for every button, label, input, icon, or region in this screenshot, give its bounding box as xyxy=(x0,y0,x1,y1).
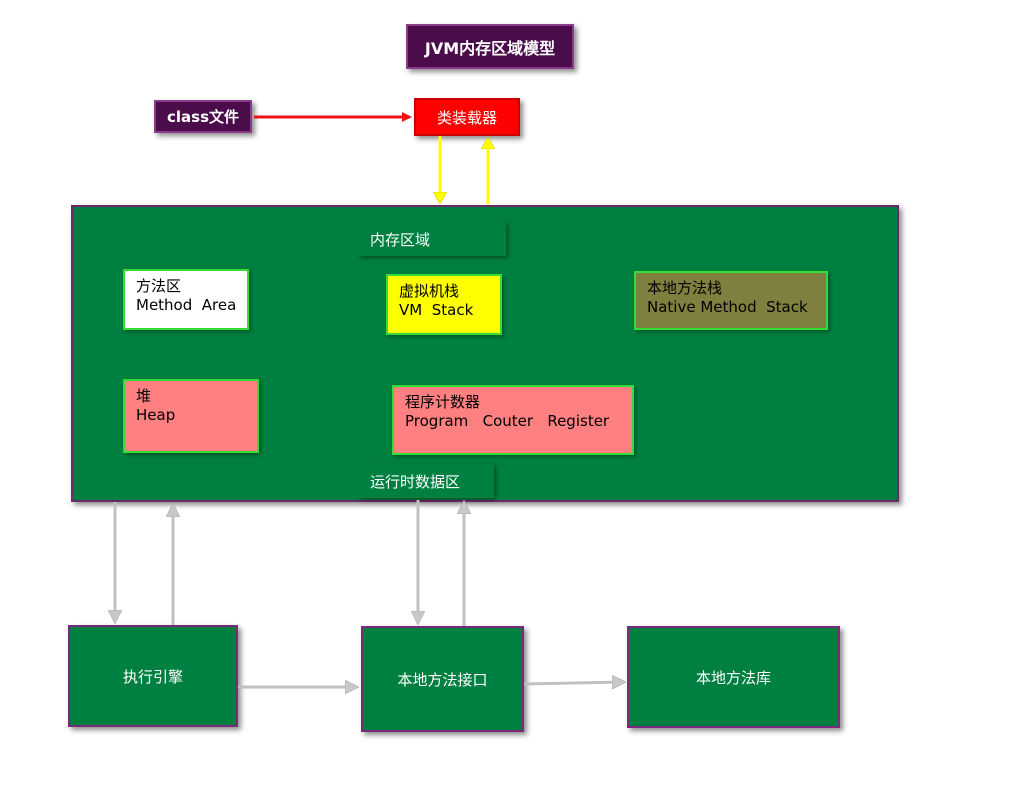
vm-stack-region: 虚拟机栈 VM Stack xyxy=(386,274,502,335)
native-library-label: 本地方法库 xyxy=(695,668,771,687)
native-interface-label: 本地方法接口 xyxy=(397,670,488,689)
method-area-en: Method Area xyxy=(136,296,237,314)
execution-engine-node: 执行引擎 xyxy=(68,625,238,727)
diagram-title-text: JVM内存区域模型 xyxy=(424,38,556,58)
native-method-stack-cn: 本地方法栈 xyxy=(647,279,723,297)
memory-area-label-text: 内存区域 xyxy=(370,230,431,249)
class-loader-label: 类装载器 xyxy=(436,108,497,127)
program-counter-cn: 程序计数器 xyxy=(405,393,481,411)
vm-stack-cn: 虚拟机栈 xyxy=(399,282,460,300)
runtime-data-label: 运行时数据区 xyxy=(358,464,494,498)
heap-en: Heap xyxy=(136,406,176,424)
method-area-cn: 方法区 xyxy=(136,277,182,295)
class-file-node: class文件 xyxy=(154,100,252,133)
native-method-stack-region: 本地方法栈 Native Method Stack xyxy=(634,271,828,330)
program-counter-en: Program Couter Register xyxy=(405,412,610,430)
native-library-node: 本地方法库 xyxy=(627,626,840,728)
class-loader-node: 类装载器 xyxy=(414,98,520,136)
heap-region: 堆 Heap xyxy=(123,379,259,453)
arrow-native-if-to-native-lib xyxy=(523,682,624,684)
program-counter-region: 程序计数器 Program Couter Register xyxy=(392,385,634,455)
runtime-data-label-text: 运行时数据区 xyxy=(370,472,461,491)
vm-stack-en: VM Stack xyxy=(399,301,474,319)
execution-engine-label: 执行引擎 xyxy=(122,667,183,686)
native-method-stack-en: Native Method Stack xyxy=(647,298,808,316)
class-file-label: class文件 xyxy=(166,108,239,126)
memory-area-label: 内存区域 xyxy=(358,222,506,256)
native-interface-node: 本地方法接口 xyxy=(361,626,524,732)
heap-cn: 堆 xyxy=(136,387,152,405)
method-area-region: 方法区 Method Area xyxy=(123,269,249,330)
diagram-title: JVM内存区域模型 xyxy=(406,24,574,69)
